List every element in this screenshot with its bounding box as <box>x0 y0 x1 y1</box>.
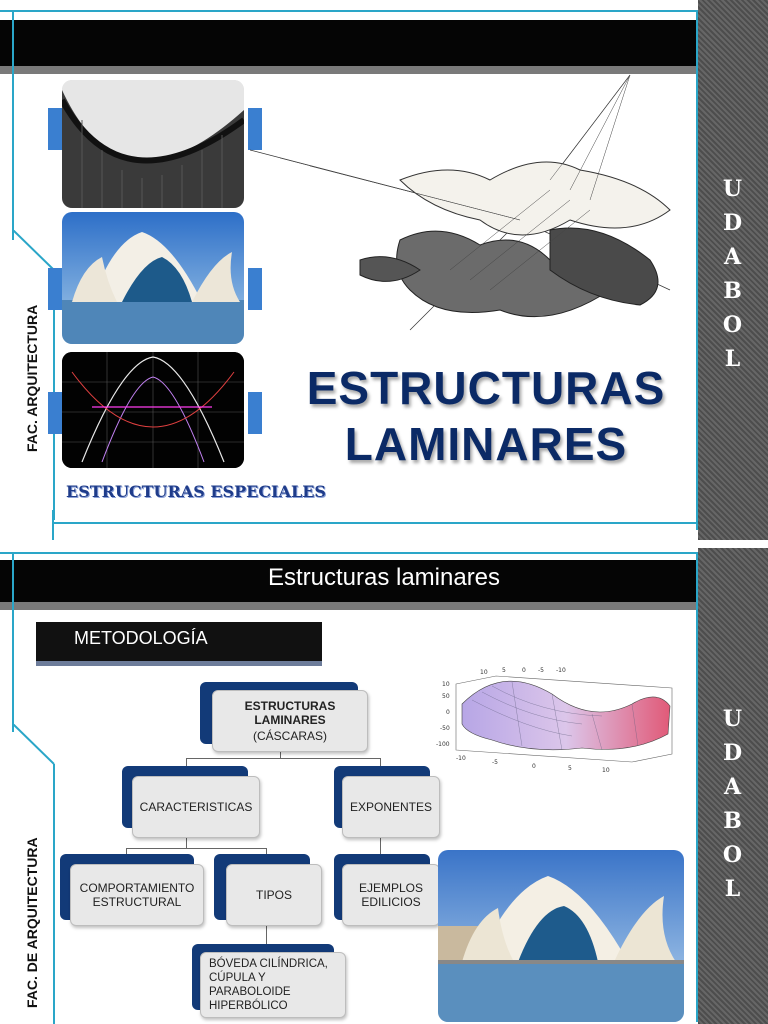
saddle-surface-plot: 10 50 0 -50 -100 -10 -5 0 5 10 10 5 0 -5… <box>436 667 673 774</box>
node-structural-behavior: COMPORTAMIENTO ESTRUCTURAL <box>70 864 204 926</box>
frame-diagonal <box>12 724 55 1024</box>
brand-letter: D <box>722 210 744 236</box>
connector <box>186 838 187 848</box>
node-exponents: EXPONENTES <box>342 776 440 838</box>
slide-methodology: Estructuras laminares FAC. DE ARQUITECTU… <box>0 548 768 1024</box>
plot-tick-y: -5 <box>538 667 544 674</box>
plot-tick-z: -100 <box>436 741 450 748</box>
title-line-1: ESTRUCTURAS <box>306 362 666 414</box>
header-title: Estructuras laminares <box>267 564 501 591</box>
plot-tick-y: 5 <box>502 667 506 674</box>
section-label: METODOLOGÍA <box>74 628 208 648</box>
photo-geometry-drawing <box>62 352 244 468</box>
plot-tick-x: -10 <box>456 755 466 762</box>
plot-tick-x: 5 <box>568 765 572 772</box>
top-gray-bar <box>0 66 768 74</box>
plot-tick-z: 0 <box>446 709 450 716</box>
brand-letter: A <box>723 774 743 800</box>
plot-tick-x: 10 <box>602 767 610 774</box>
root-line-1: ESTRUCTURAS <box>244 699 336 713</box>
faculty-label: FAC. ARQUITECTURA <box>24 304 40 452</box>
frame-line <box>52 510 54 540</box>
frame-line <box>52 522 700 524</box>
photo-tab <box>48 268 62 310</box>
brand-letter: U <box>722 176 744 202</box>
connector <box>126 848 266 849</box>
frame-line <box>696 10 698 530</box>
frame-line <box>12 10 14 240</box>
photo-tab <box>48 108 62 150</box>
hypar-shell-illustration <box>250 74 671 331</box>
node-types: TIPOS <box>226 864 322 926</box>
title-line-2: LAMINARES <box>344 418 628 470</box>
faculty-label: FAC. DE ARQUITECTURA <box>24 837 40 1008</box>
connector <box>186 758 380 759</box>
connector <box>266 926 267 948</box>
main-title: ESTRUCTURAS LAMINARES <box>286 360 686 472</box>
section-tab: METODOLOGÍA <box>36 622 322 666</box>
frame-line <box>0 552 700 554</box>
brand-column: U D A B O L <box>698 0 768 540</box>
brand-letter: D <box>722 740 744 766</box>
brand-letter: B <box>723 278 743 304</box>
top-accent-line <box>0 10 700 12</box>
slide-gap <box>0 540 768 548</box>
brand-letter: L <box>724 876 742 902</box>
brand-letter: A <box>723 244 743 270</box>
node-root: ESTRUCTURAS LAMINARES (CÁSCARAS) <box>212 690 368 752</box>
header-bar <box>0 560 768 602</box>
photo-tab <box>248 108 262 150</box>
connector <box>380 838 381 860</box>
brand-column: U D A B O L <box>698 548 768 1024</box>
subtitle: ESTRUCTURAS ESPECIALES <box>66 482 326 501</box>
frame-line <box>12 552 14 732</box>
photo-tab <box>248 392 262 434</box>
frame-line <box>696 552 698 1022</box>
brand-letter: L <box>724 346 742 372</box>
plot-tick-x: 0 <box>532 763 536 770</box>
photo-shell-construction <box>62 80 244 208</box>
top-black-bar <box>0 20 768 66</box>
plot-tick-z: 10 <box>442 681 450 688</box>
slide-cover: FAC. ARQUITECTURA <box>0 0 768 540</box>
brand-letters: U D A B O L <box>698 172 768 376</box>
plot-tick-z: -50 <box>440 725 450 732</box>
root-line-2: LAMINARES <box>254 713 326 727</box>
plot-tick-y: 10 <box>480 669 488 676</box>
photo-oceanografic-building <box>62 212 244 344</box>
plot-tick-y: -10 <box>556 667 566 674</box>
node-building-examples: EJEMPLOS EDILICIOS <box>342 864 440 926</box>
node-types-detail: BÓVEDA CILÍNDRICA, CÚPULA Y PARABOLOIDE … <box>200 952 346 1018</box>
photo-tab <box>48 392 62 434</box>
brand-letters: U D A B O L <box>698 702 768 906</box>
node-characteristics: CARACTERISTICAS <box>132 776 260 838</box>
plot-tick-z: 50 <box>442 693 450 700</box>
photo-oceanografic-building <box>438 850 684 1022</box>
brand-letter: O <box>722 312 744 338</box>
brand-letter: B <box>723 808 743 834</box>
brand-letter: O <box>722 842 744 868</box>
header-gray-bar <box>0 602 768 610</box>
photo-tab <box>248 268 262 310</box>
plot-tick-y: 0 <box>522 667 526 674</box>
root-line-3: (CÁSCARAS) <box>252 729 327 743</box>
brand-letter: U <box>722 706 744 732</box>
plot-tick-x: -5 <box>492 759 498 766</box>
